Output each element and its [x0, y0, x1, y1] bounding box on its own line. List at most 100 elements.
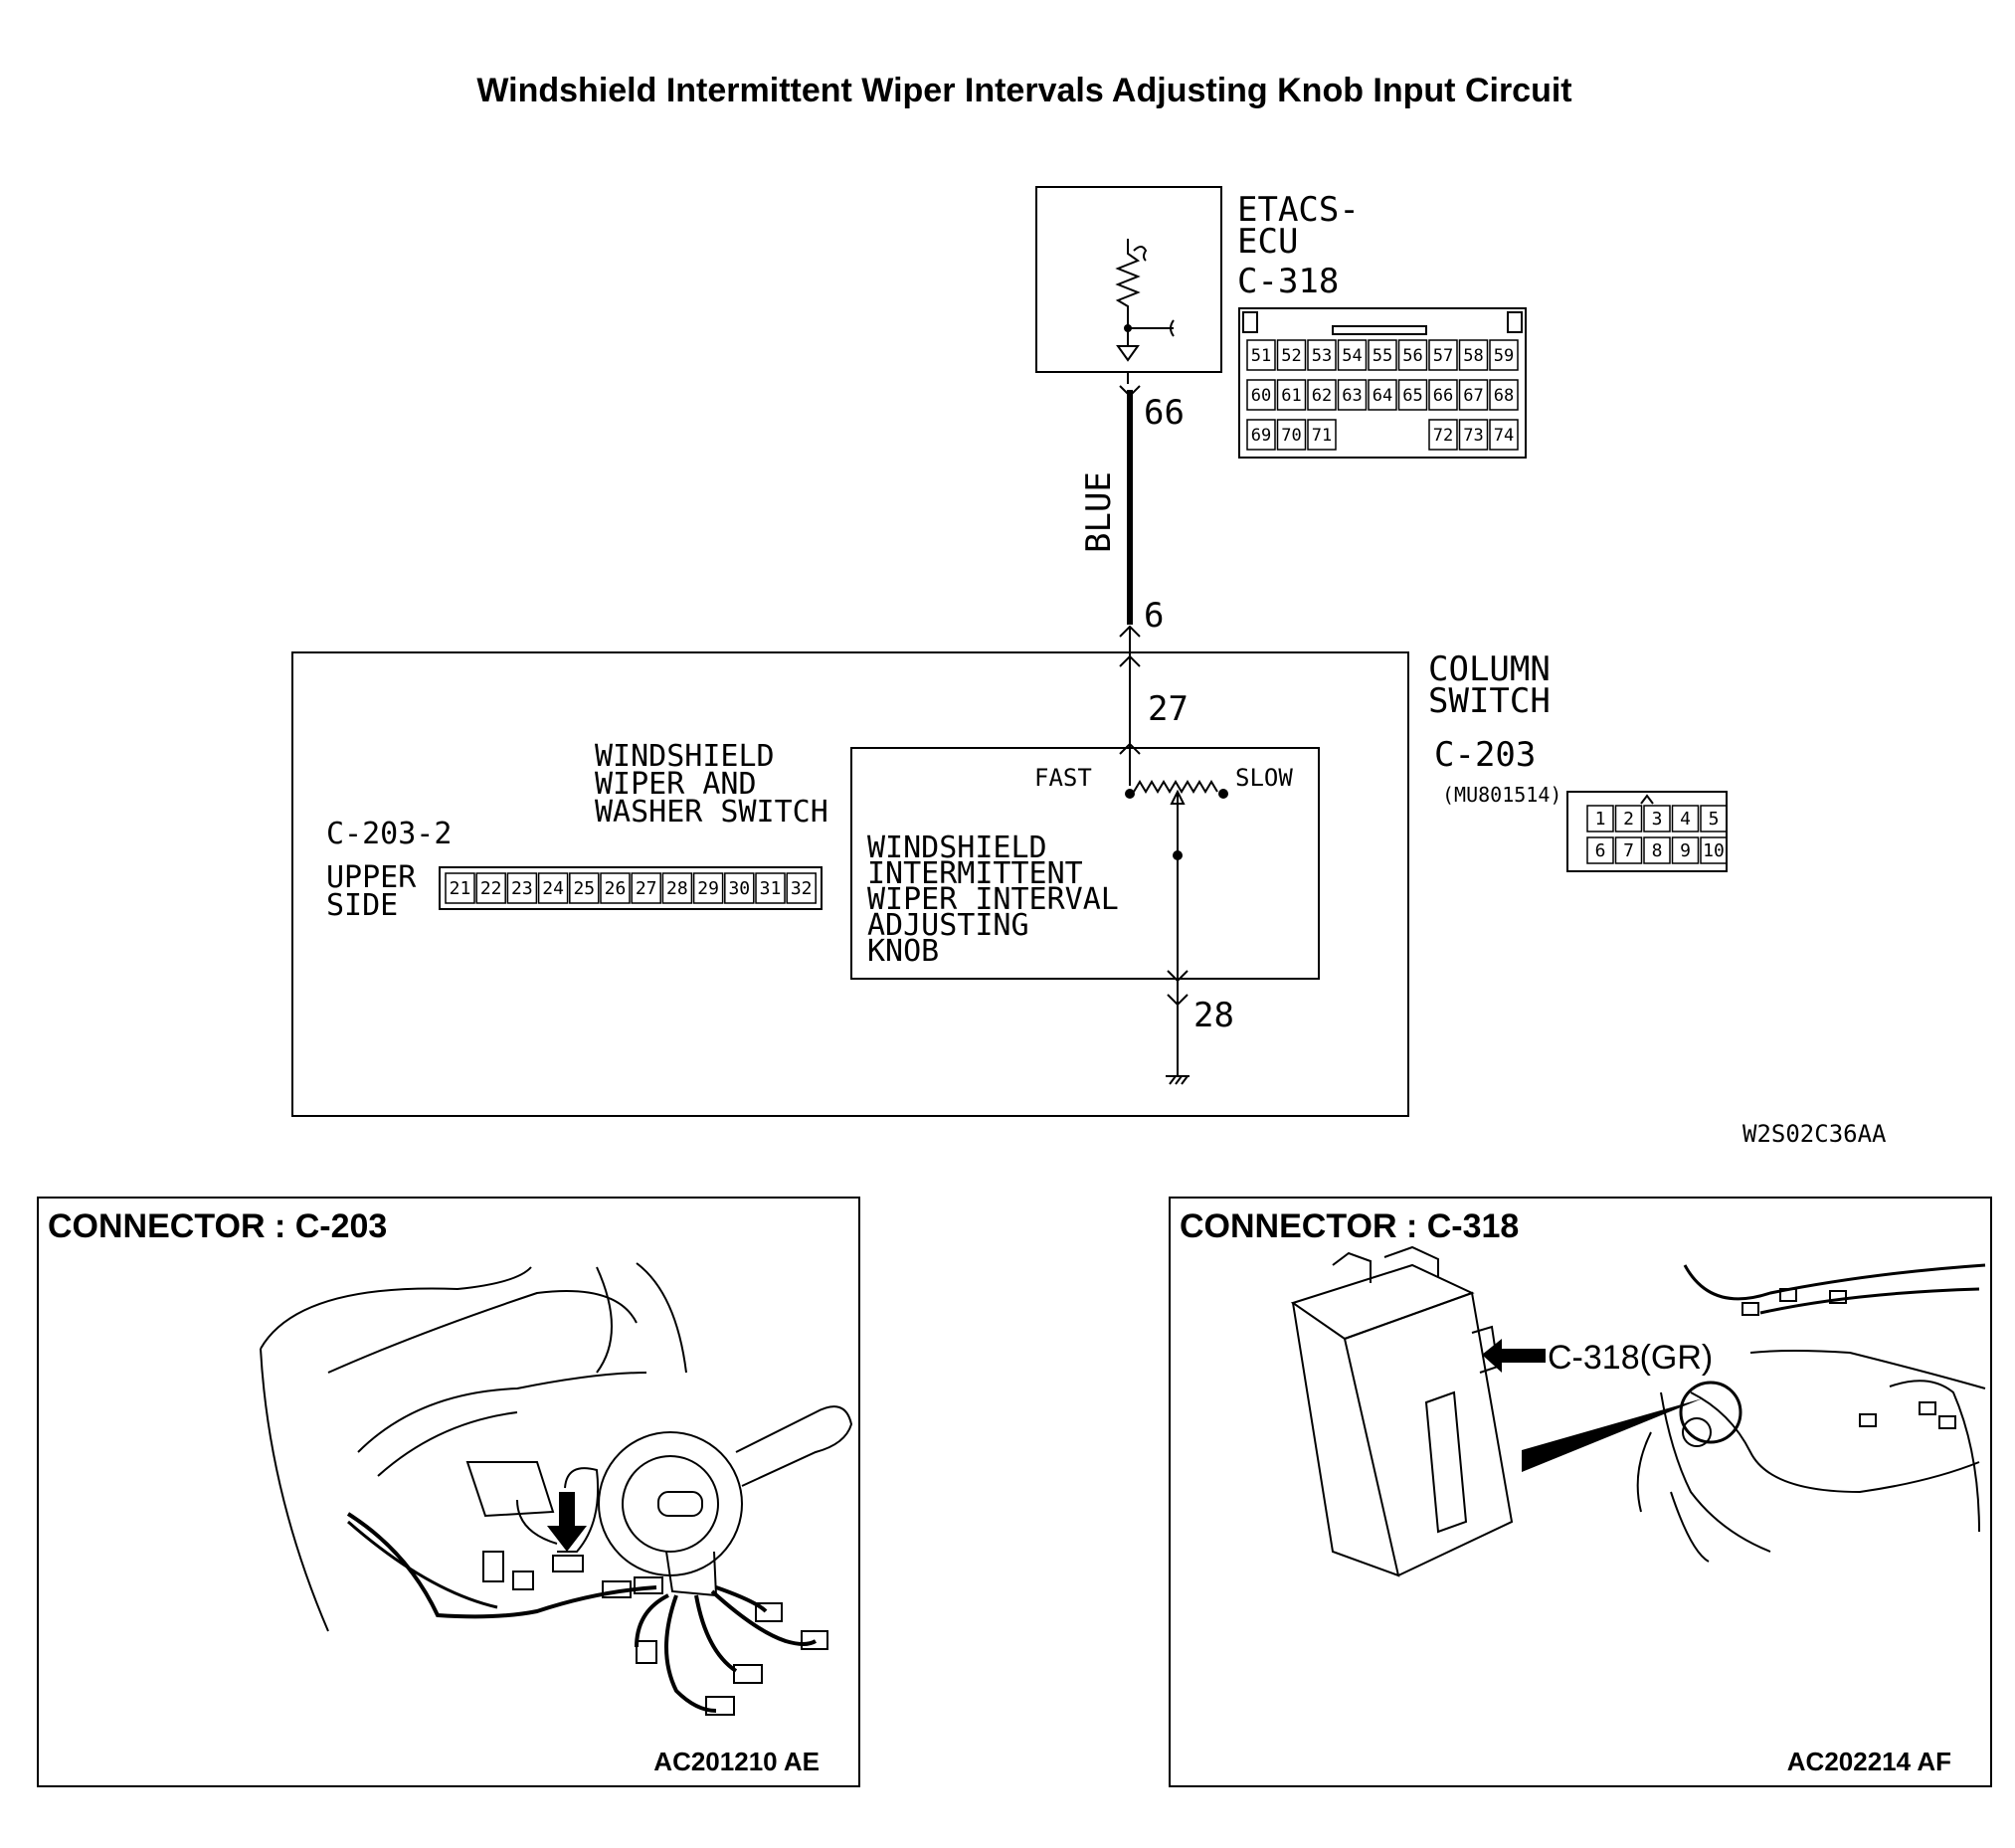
column-switch-name-line2: SWITCH	[1428, 681, 1551, 721]
c318-pin: 64	[1373, 386, 1392, 406]
harness-down-2	[694, 1594, 738, 1673]
c203-2-pin-cell	[569, 872, 600, 904]
c203-2-pin: 25	[573, 878, 595, 899]
dash-panel-lower	[1690, 1391, 1980, 1494]
c318-pin: 57	[1433, 346, 1453, 366]
c318-pin: 66	[1433, 386, 1453, 406]
c203-pin: 1	[1595, 809, 1606, 830]
right-stalk	[735, 1405, 853, 1487]
pin28-arrow-lower	[1167, 994, 1189, 1007]
c203-pin: 7	[1623, 840, 1634, 861]
panel-connector-c318: CONNECTOR : C-318 AC202214 AF	[1169, 1197, 1992, 1787]
c318-pin-cell	[1489, 419, 1519, 451]
c318-pin: 71	[1312, 426, 1332, 446]
harness-connector-3	[602, 1580, 632, 1598]
knob-line2: INTERMITTENT	[867, 856, 1083, 891]
dash-panel-edge	[1749, 1350, 1986, 1389]
c203-pin: 3	[1652, 809, 1663, 830]
c318-pin-cell	[1276, 339, 1307, 371]
dash-wire-left	[1636, 1431, 1652, 1513]
dash-harness-knot	[1682, 1417, 1712, 1447]
harness-down-4	[715, 1585, 768, 1613]
potentiometer-zigzag	[1133, 780, 1218, 794]
knob-line3: WIPER INTERVAL	[867, 882, 1119, 917]
ecu-unit-illustration	[1290, 1245, 1986, 1577]
c203-2-pin-cell	[692, 872, 724, 904]
knob-box	[850, 747, 1320, 980]
c203-2-pin: 28	[666, 878, 688, 899]
potentiometer-wiper	[1170, 789, 1186, 1076]
c318-pin-cell	[1489, 339, 1519, 371]
column-switch-box	[291, 651, 1409, 1117]
c318-pin: 72	[1433, 426, 1453, 446]
c203-pin-cell	[1586, 836, 1614, 864]
ecu-pin-number: 66	[1144, 393, 1185, 433]
pin28-arrow-upper	[1167, 970, 1189, 983]
ecu-unit-left-face	[1292, 1302, 1400, 1577]
dash-panel-right	[1889, 1380, 1980, 1533]
c318-pin: 74	[1494, 426, 1514, 446]
c203-pin-cell	[1643, 805, 1671, 832]
c203-pin-cell	[1671, 836, 1700, 864]
c203-2-pin-cell	[475, 872, 506, 904]
c203-2-outline	[439, 866, 823, 910]
harness-down-1	[664, 1594, 717, 1713]
c318-pin-cell	[1246, 419, 1276, 451]
ecu-name-line2: ECU	[1237, 222, 1298, 262]
c203-pin: 9	[1680, 840, 1691, 861]
clock-spring-inner	[622, 1455, 719, 1553]
c203-pin: 4	[1680, 809, 1691, 830]
c318-pin: 58	[1463, 346, 1483, 366]
c318-pin-cell	[1246, 339, 1276, 371]
c318-lock-left	[1242, 311, 1258, 333]
c318-pin: 73	[1463, 426, 1483, 446]
ground-symbol	[1166, 1075, 1190, 1085]
c318-pin: 55	[1373, 346, 1392, 366]
column-switch-connector: C-203	[1434, 735, 1536, 775]
c318-pin-cell	[1397, 379, 1428, 411]
ecu-name-line1: ETACS-	[1237, 190, 1360, 230]
wire-color-label: BLUE	[1079, 471, 1119, 553]
c318-pin: 62	[1312, 386, 1332, 406]
dash-connector-4	[1919, 1401, 1936, 1415]
c318-pin-cell	[1337, 339, 1368, 371]
ecu-resistor-symbol	[1115, 239, 1141, 328]
dash-outline-lower	[260, 1348, 329, 1632]
clock-spring-outer	[598, 1431, 743, 1576]
c203-2-pin: 32	[791, 878, 813, 899]
c318-pin-cell	[1276, 419, 1307, 451]
c203-2-pin: 31	[760, 878, 782, 899]
sub-connector-label: C-203-2	[326, 817, 452, 851]
ecu-input-branch	[1128, 319, 1175, 337]
c203-2-pin: 21	[450, 878, 471, 899]
c318-pin-cell	[1276, 379, 1307, 411]
c318-pin-cell	[1458, 419, 1489, 451]
dash-harness-cluster	[1679, 1381, 1742, 1444]
diagram-code: W2S02C36AA	[1742, 1120, 1887, 1148]
left-stalk-base	[516, 1499, 558, 1545]
c203-2-pin: 30	[728, 878, 750, 899]
ecu-unit-tab-right	[1383, 1245, 1439, 1277]
c318-pin: 60	[1251, 386, 1271, 406]
harness-branch-1	[347, 1520, 498, 1609]
panel-c203-frame	[37, 1197, 860, 1787]
c203-2-pin-cell	[724, 872, 755, 904]
upper-side-line2: SIDE	[326, 888, 398, 923]
column-switch-part-number: (MU801514)	[1442, 783, 1561, 807]
c318-pin: 53	[1312, 346, 1332, 366]
c203-2-pin-cell	[661, 872, 693, 904]
steering-column-illustration	[260, 1262, 853, 1716]
c203-pin-cell	[1614, 836, 1643, 864]
column-cover-top	[327, 1290, 638, 1374]
c203-pin: 10	[1703, 840, 1725, 861]
dash-wire-curve	[1660, 1391, 1771, 1553]
harness-connector-5	[636, 1640, 657, 1664]
slow-terminal	[1218, 789, 1228, 799]
c203-2-pin-cell	[786, 872, 817, 904]
